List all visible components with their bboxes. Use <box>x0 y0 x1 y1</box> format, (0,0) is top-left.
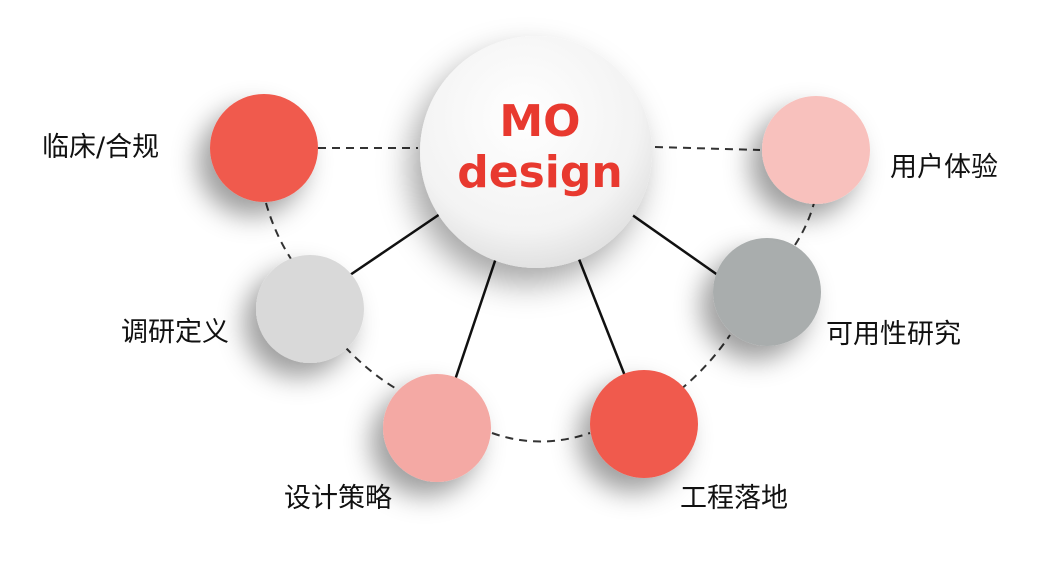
label-clinical-compliance: 临床/合规 <box>42 132 159 163</box>
center-title-line2: design <box>457 147 622 198</box>
label-user-experience: 用户体验 <box>890 152 998 183</box>
node-engineering-delivery <box>590 370 698 478</box>
center-title-line1: MO <box>499 96 580 147</box>
spoke-usability <box>627 210 723 280</box>
label-engineering-delivery: 工程落地 <box>680 483 788 514</box>
spoke-strategy <box>453 254 499 381</box>
node-user-experience <box>762 96 870 204</box>
dash-clinical-to-research <box>265 202 294 263</box>
center-circle <box>420 36 652 268</box>
dash-center-to-ux <box>654 146 761 151</box>
solid-spokes <box>349 210 723 381</box>
label-design-strategy: 设计策略 <box>284 483 392 514</box>
label-usability-research: 可用性研究 <box>826 319 961 350</box>
node-usability-research <box>713 238 821 346</box>
dash-strategy-to-engineering <box>491 432 591 443</box>
node-clinical-compliance <box>210 94 318 202</box>
label-research-definition: 调研定义 <box>121 317 229 348</box>
outer-nodes <box>210 94 870 482</box>
node-research-definition <box>256 255 364 363</box>
spoke-engineering <box>575 253 627 377</box>
dash-usability-to-ux <box>794 202 815 246</box>
center-hub: MO design <box>420 36 652 268</box>
dash-engineering-to-usability <box>679 334 731 391</box>
node-labels: 临床/合规 调研定义 设计策略 工程落地 可用性研究 用户体验 <box>42 132 998 514</box>
spoke-research <box>349 212 441 277</box>
dashed-connectors <box>265 146 815 443</box>
dash-research-to-strategy <box>344 346 396 389</box>
node-design-strategy <box>383 374 491 482</box>
